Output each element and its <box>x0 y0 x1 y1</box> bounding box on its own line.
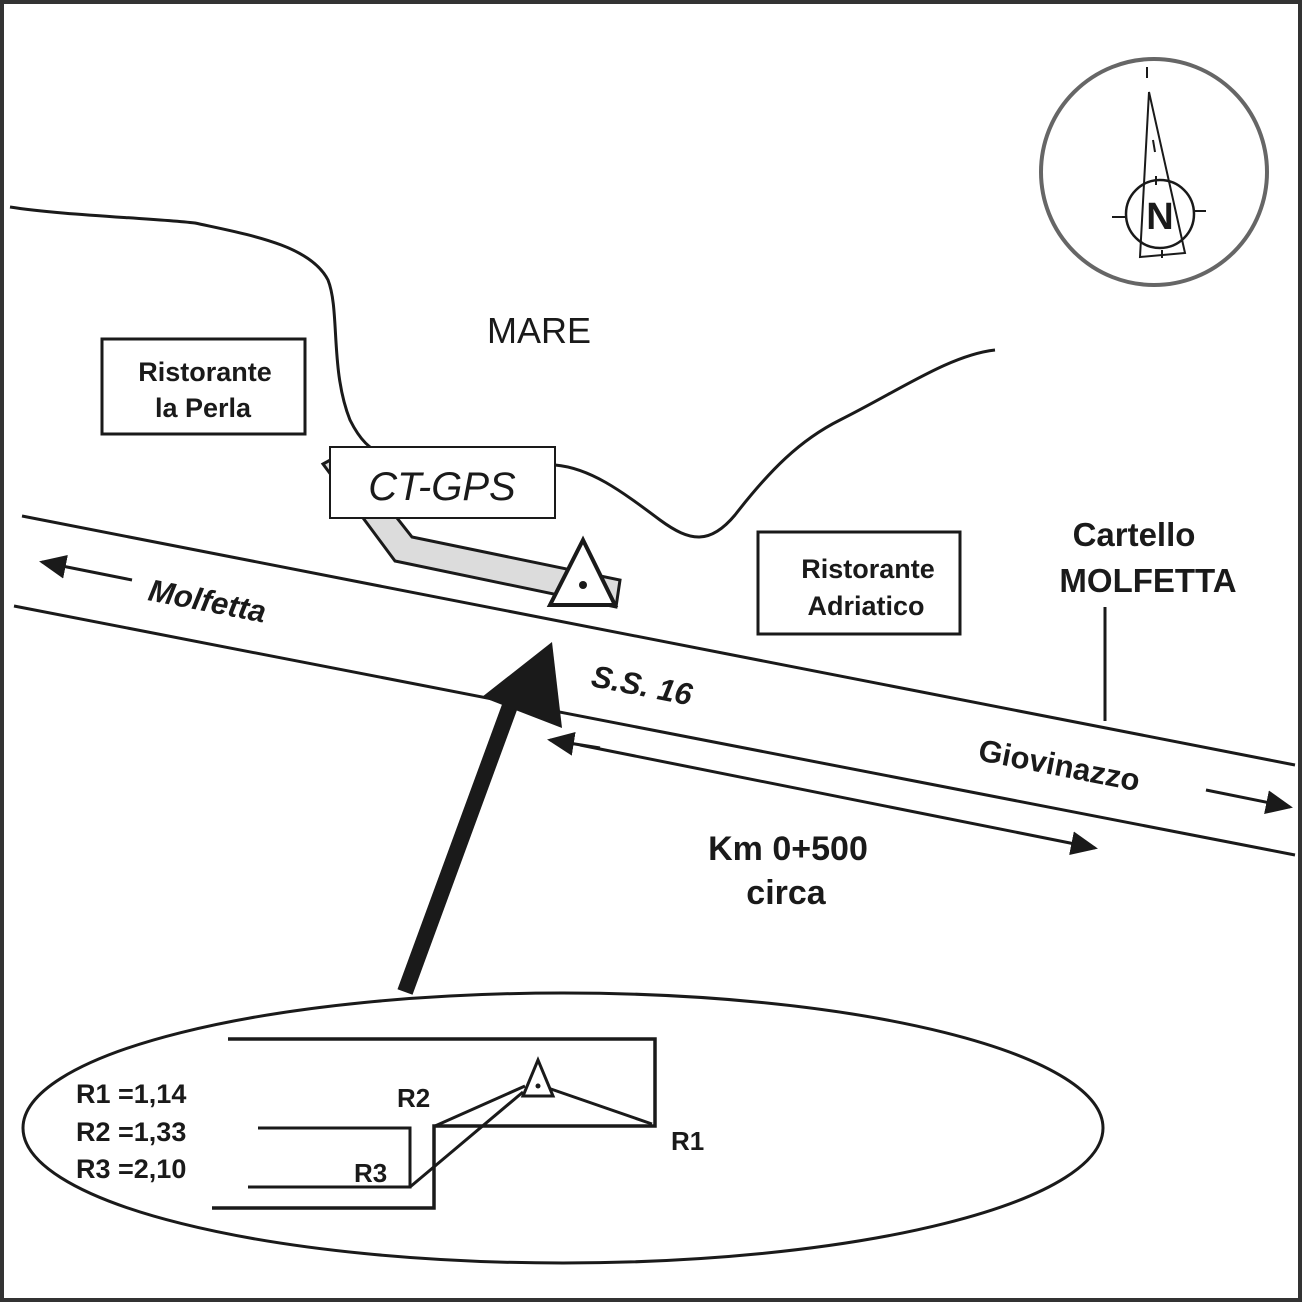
ct-gps-station-label: CT-GPS <box>329 446 556 519</box>
restaurant-adriatico-line2: Adriatico <box>807 591 924 621</box>
compass-north-label: N <box>1146 196 1173 238</box>
distance-indicator: Km 0+500 circa <box>547 731 1098 912</box>
inset-r2-outline <box>248 1126 412 1189</box>
reference-r3: R3 =2,10 <box>76 1154 186 1184</box>
sea-label: MARE <box>487 310 591 351</box>
compass-inner-circle <box>1124 178 1196 250</box>
coastline <box>9 205 386 457</box>
detail-pointer-arrow <box>397 642 562 995</box>
direction-arrow-giovinazzo <box>1205 788 1293 815</box>
restaurant-la-perla-line2: la Perla <box>155 393 252 423</box>
road-edge-north <box>21 514 1296 767</box>
inset-r1-outline <box>212 1037 657 1210</box>
reference-r2: R2 =1,33 <box>76 1117 186 1147</box>
inset-station-marker <box>520 1056 556 1098</box>
inset-ellipse <box>21 991 1105 1265</box>
reference-inset: R1 =1,14 R2 =1,33 R3 =2,10 R2 R3 R1 <box>21 991 1105 1265</box>
compass-rose: N <box>1039 57 1269 287</box>
direction-arrow-molfetta <box>39 554 133 582</box>
inset-label-r3: R3 <box>354 1158 387 1188</box>
inset-label-r1: R1 <box>671 1126 704 1156</box>
restaurant-la-perla-line1: Ristorante <box>138 357 272 387</box>
sign-label-line1: Cartello <box>1073 516 1196 553</box>
reference-r1: R1 =1,14 <box>76 1079 186 1109</box>
coastline-east <box>554 348 996 539</box>
sign-label-line2: MOLFETTA <box>1059 562 1236 599</box>
restaurant-la-perla: Ristorante la Perla <box>100 337 307 436</box>
town-sign-marker: Cartello MOLFETTA <box>1059 516 1237 721</box>
inset-label-r2: R2 <box>397 1083 430 1113</box>
restaurant-adriatico-line1: Ristorante <box>801 554 935 584</box>
ct-gps-text: CT-GPS <box>368 465 516 509</box>
compass-ring <box>1039 57 1269 287</box>
road-edge-south <box>13 604 1296 857</box>
distance-label-line1: Km 0+500 <box>708 830 868 868</box>
distance-label-line2: circa <box>746 874 826 912</box>
restaurant-adriatico: Ristorante Adriatico <box>756 530 962 636</box>
gps-station-marker <box>546 535 619 607</box>
